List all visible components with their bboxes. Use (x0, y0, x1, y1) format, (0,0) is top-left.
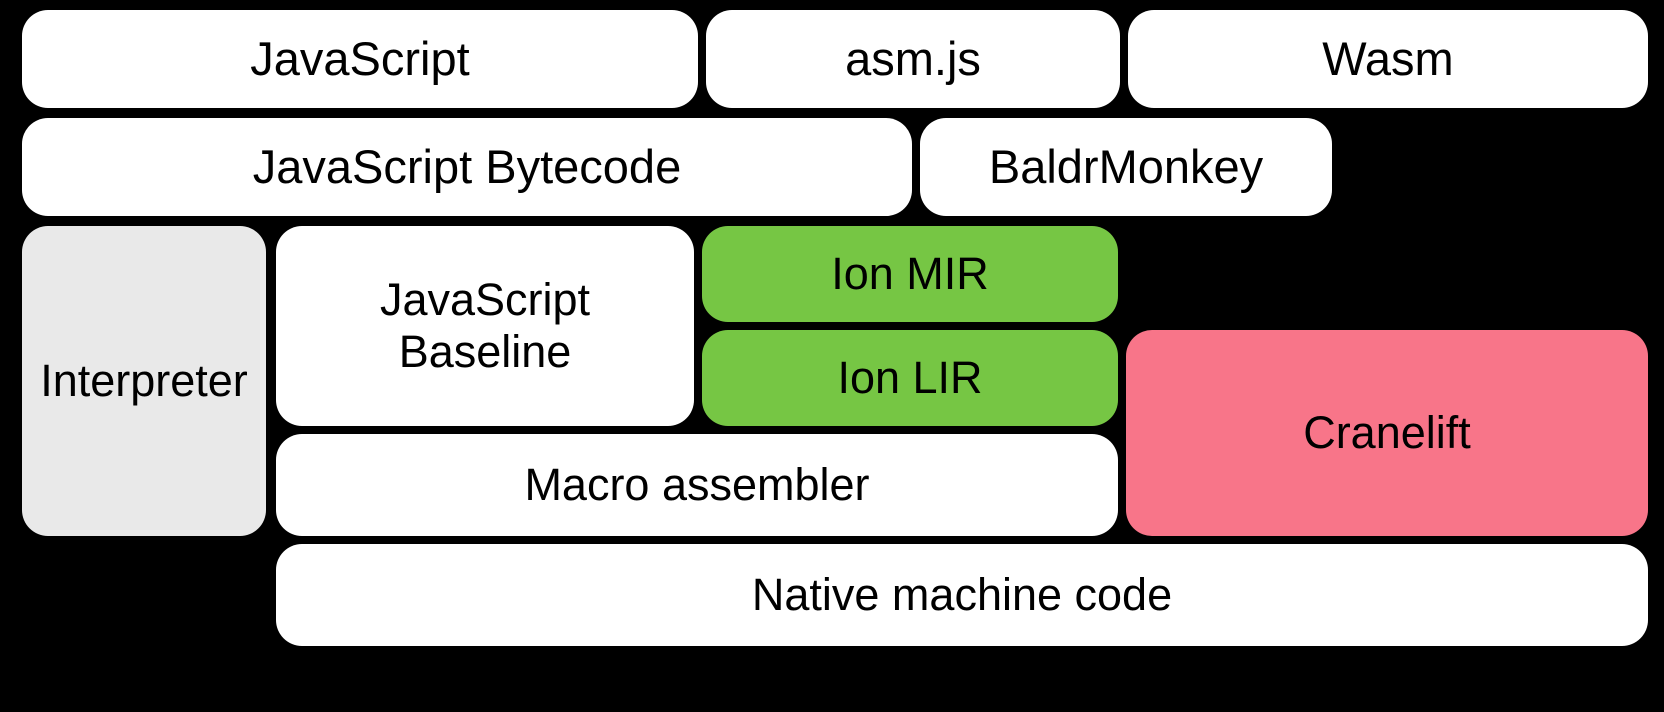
node-javascript[interactable]: JavaScript (22, 10, 698, 108)
node-cranelift-label: Cranelift (1303, 406, 1471, 458)
node-ion-lir[interactable]: Ion LIR (702, 330, 1118, 426)
node-asm-js-label: asm.js (845, 31, 981, 85)
node-wasm-label: Wasm (1322, 31, 1454, 85)
node-macro-assembler-label: Macro assembler (524, 458, 870, 510)
node-native-machine-code-label: Native machine code (751, 568, 1173, 620)
node-native-machine-code[interactable]: Native machine code (276, 544, 1648, 646)
node-interpreter-label: Interpreter (40, 354, 248, 406)
node-macro-assembler[interactable]: Macro assembler (276, 434, 1118, 536)
node-cranelift[interactable]: Cranelift (1126, 330, 1648, 536)
node-baldrmonkey[interactable]: BaldrMonkey (920, 118, 1332, 216)
node-javascript-bytecode-label: JavaScript Bytecode (252, 139, 682, 193)
node-javascript-label: JavaScript (250, 31, 470, 85)
node-ion-mir-label: Ion MIR (831, 247, 989, 299)
node-wasm[interactable]: Wasm (1128, 10, 1648, 108)
node-interpreter[interactable]: Interpreter (22, 226, 266, 536)
node-javascript-baseline-label: JavaScript Baseline (379, 273, 591, 377)
node-javascript-bytecode[interactable]: JavaScript Bytecode (22, 118, 912, 216)
node-javascript-baseline[interactable]: JavaScript Baseline (276, 226, 694, 426)
node-ion-lir-label: Ion LIR (837, 351, 983, 403)
node-ion-mir[interactable]: Ion MIR (702, 226, 1118, 322)
node-asm-js[interactable]: asm.js (706, 10, 1120, 108)
node-baldrmonkey-label: BaldrMonkey (988, 139, 1264, 193)
